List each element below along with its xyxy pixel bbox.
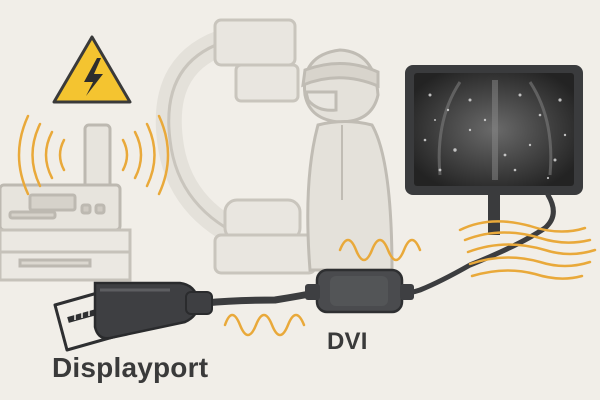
wifi-signal-icon: [17, 114, 170, 196]
interference-wave-icon: [223, 220, 597, 337]
displayport-connector-icon: [53, 281, 213, 352]
dvi-label: DVI: [327, 328, 368, 355]
xray-monitor-icon: [405, 65, 583, 235]
displayport-label: Displayport: [52, 352, 209, 383]
medical-device-icon: [0, 123, 132, 282]
c-arm-xray-machine-icon: [155, 18, 317, 275]
surgeon-icon: [301, 48, 394, 272]
high-voltage-warning-icon: [52, 35, 132, 104]
dvi-ferrite-core-icon: [305, 268, 414, 314]
